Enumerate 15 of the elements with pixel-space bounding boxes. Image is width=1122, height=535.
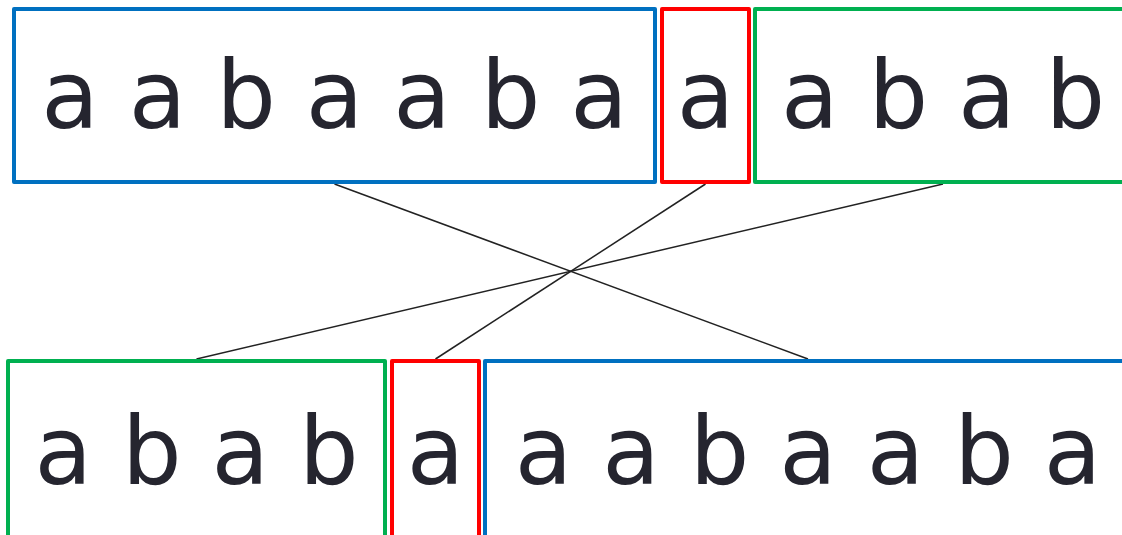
string-segment-box xyxy=(483,359,1122,535)
segment-text: a b a b xyxy=(780,48,1106,143)
string-segment-box xyxy=(6,359,387,535)
segment-text: a xyxy=(676,48,735,143)
segment-text: a a b a a b a xyxy=(41,48,628,143)
connector-line xyxy=(434,183,707,360)
connector-line xyxy=(195,183,944,360)
segment-text: a xyxy=(406,404,465,499)
segment-text: a b a b xyxy=(34,404,359,499)
string-segment-box xyxy=(753,7,1122,184)
string-segment-box xyxy=(12,7,657,184)
segment-text: a a b a a b a xyxy=(514,404,1102,499)
string-segment-box xyxy=(660,7,751,184)
connector-line xyxy=(333,183,809,360)
string-segment-box xyxy=(390,359,481,535)
